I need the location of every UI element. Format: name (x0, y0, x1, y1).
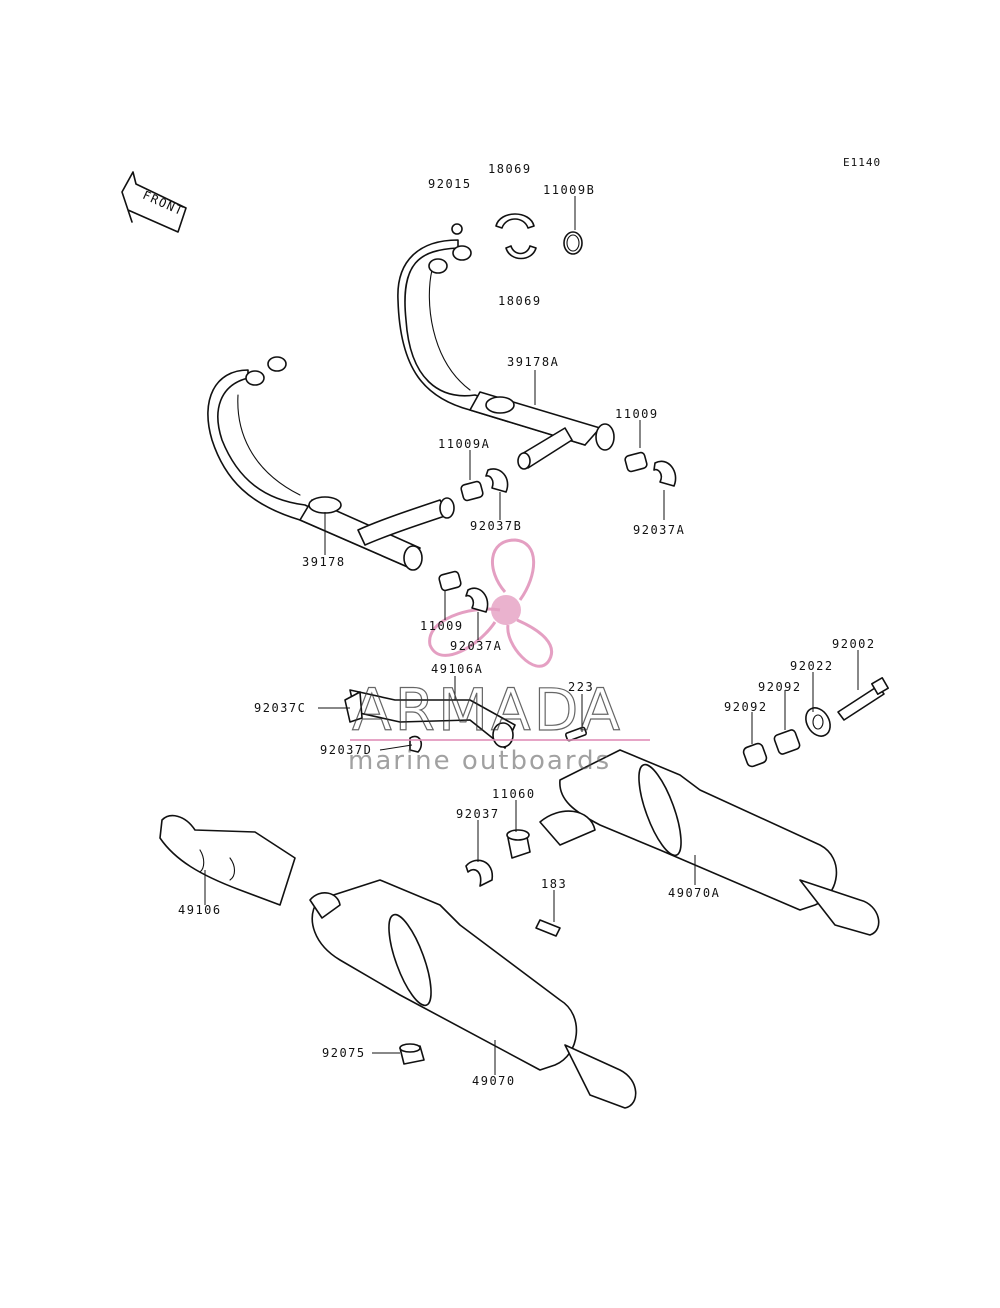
label-92092-b: 92092 (724, 700, 768, 714)
exhaust-pipe-39178a (397, 239, 615, 470)
label-11009-mid: 11009 (420, 619, 464, 633)
muffler-49070a (539, 749, 880, 936)
label-92037c: 92037C (254, 701, 306, 715)
gasket-18069-bottom (505, 245, 537, 260)
label-49106a: 49106A (431, 662, 483, 676)
ring-11060 (506, 829, 531, 859)
clamp-92037b (485, 468, 509, 493)
sleeve-11009-mid (438, 570, 462, 592)
washer-92022 (805, 707, 831, 737)
label-92002: 92002 (832, 637, 876, 651)
grommet-92075 (399, 1043, 425, 1065)
exhaust-pipe-39178 (207, 356, 455, 571)
label-92092-a: 92092 (758, 680, 802, 694)
bolt-223 (564, 726, 588, 742)
label-92037a-right: 92037A (633, 523, 685, 537)
label-183: 183 (541, 877, 567, 891)
nut-92015 (451, 223, 463, 235)
reference-code: E1140 (843, 156, 881, 169)
grommet-92092-b (742, 742, 768, 768)
ring-11009b (563, 231, 583, 255)
clamp-92037a-right (653, 460, 677, 487)
muffler-49070 (309, 879, 637, 1109)
label-11009b: 11009B (543, 183, 595, 197)
label-92037b: 92037B (470, 519, 522, 533)
front-arrow-icon: FRONT (121, 171, 187, 233)
label-18069-top: 18069 (488, 162, 532, 176)
label-223: 223 (568, 680, 594, 694)
label-39178a: 39178A (507, 355, 559, 369)
label-92037d: 92037D (320, 743, 372, 757)
label-92022: 92022 (790, 659, 834, 673)
watermark-tagline: marine outboards (348, 746, 611, 776)
label-49106: 49106 (178, 903, 222, 917)
part-labels: 92015 18069 11009B 18069 39178A 11009 11… (178, 162, 876, 1088)
heat-shield-49106 (159, 814, 296, 906)
label-11009-right: 11009 (615, 407, 659, 421)
bracket-49106a (344, 689, 516, 753)
label-11009a: 11009A (438, 437, 490, 451)
clamp-92037 (465, 859, 493, 887)
clamp-92037a-mid (465, 587, 489, 613)
sleeve-11009-right (624, 451, 648, 473)
label-11060: 11060 (492, 787, 536, 801)
bolt-183 (535, 919, 561, 937)
label-49070a: 49070A (668, 886, 720, 900)
label-92037: 92037 (456, 807, 500, 821)
grommet-92092-a (773, 729, 801, 755)
label-92075: 92075 (322, 1046, 366, 1060)
gasket-18069-top (495, 213, 535, 229)
leader-lines (204, 196, 859, 1075)
label-92015: 92015 (428, 177, 472, 191)
armada-propeller-logo (428, 538, 554, 668)
sleeve-11009a (460, 480, 484, 502)
label-18069-bottom: 18069 (498, 294, 542, 308)
watermark-brand: ARMADA (352, 676, 623, 744)
bolt-92002 (837, 677, 889, 721)
label-92037a-mid: 92037A (450, 639, 502, 653)
label-49070: 49070 (472, 1074, 516, 1088)
label-39178: 39178 (302, 555, 346, 569)
